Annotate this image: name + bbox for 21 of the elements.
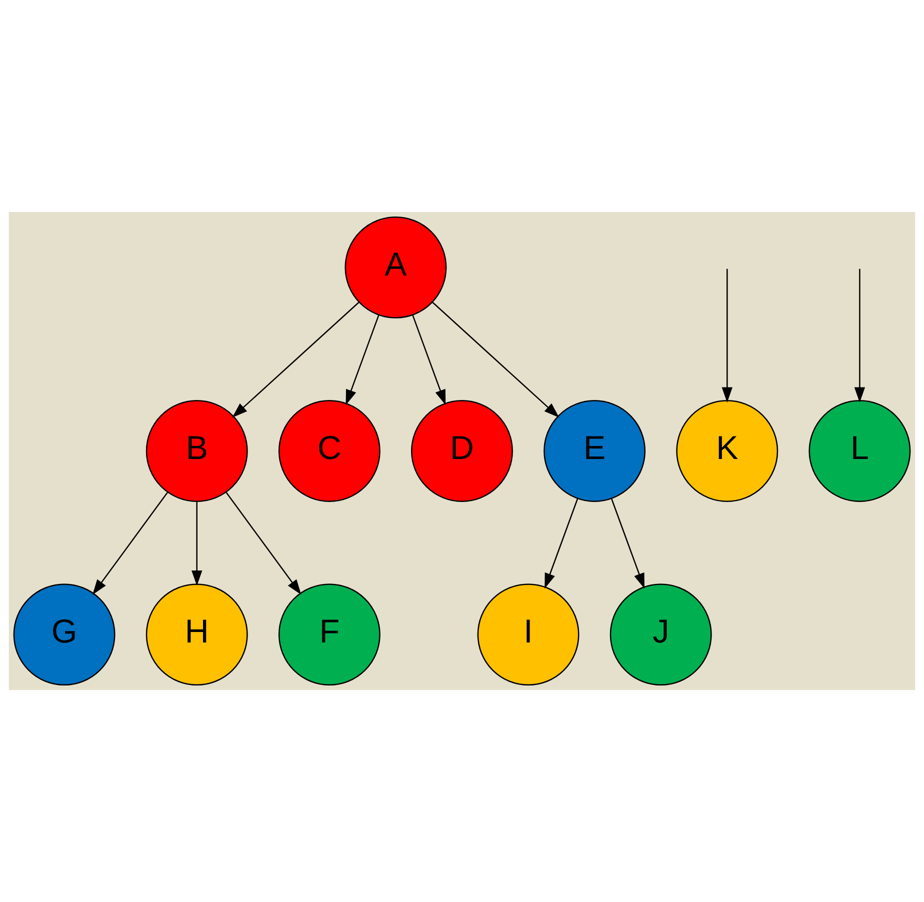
arrow: [432, 302, 560, 418]
node-circle: G: [13, 584, 116, 686]
node-circle: I: [477, 584, 580, 686]
arrow: [544, 498, 578, 589]
node-circle: K: [676, 400, 778, 502]
node-circle: L: [808, 400, 911, 502]
node-circle: H: [146, 584, 248, 686]
arrow: [346, 315, 380, 406]
arrow: [226, 492, 302, 595]
node-circle: D: [411, 400, 513, 502]
arrow: [92, 492, 168, 595]
node-circle: A: [344, 216, 447, 318]
node-circle: F: [278, 584, 380, 686]
node-circle: C: [278, 400, 380, 502]
arrow: [722, 268, 732, 403]
node-circle: J: [610, 584, 712, 686]
arrow: [232, 302, 360, 418]
arrow: [611, 498, 644, 589]
arrow: [412, 315, 446, 406]
arrow: [854, 268, 866, 403]
arrow: [192, 502, 202, 586]
